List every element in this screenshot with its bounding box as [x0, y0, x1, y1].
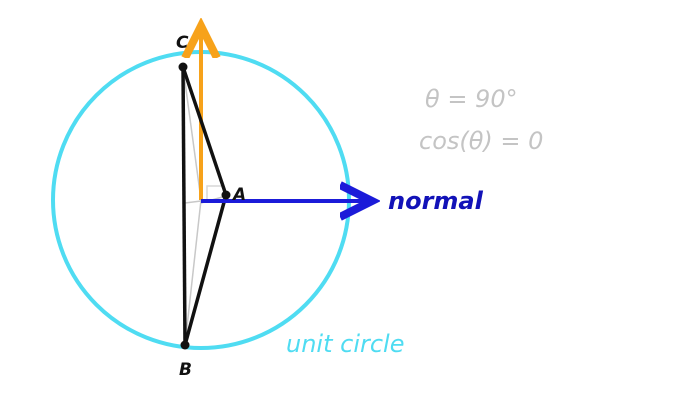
projection-line-center-to-c: [182, 66, 202, 201]
point-c-label: C: [176, 33, 189, 53]
point-c: [178, 62, 188, 72]
cosine-value: cos(θ) = 0: [419, 127, 543, 155]
triangle-edge-c-b: [181, 66, 187, 346]
point-a: [221, 190, 231, 200]
normal-label: normal: [388, 187, 484, 215]
theta-value: θ = 90°: [425, 85, 518, 113]
projection-line-left-radius: [184, 200, 202, 204]
point-b-label: B: [179, 360, 192, 380]
triangle-edge-a-b: [183, 194, 228, 346]
point-a-label: A: [231, 185, 246, 205]
unit-circle-label: unit circle: [286, 330, 405, 358]
right-angle-marker: [206, 185, 221, 200]
projection-line-center-to-b: [184, 199, 202, 346]
point-b: [180, 340, 190, 350]
triangle-edge-c-a: [181, 66, 228, 196]
